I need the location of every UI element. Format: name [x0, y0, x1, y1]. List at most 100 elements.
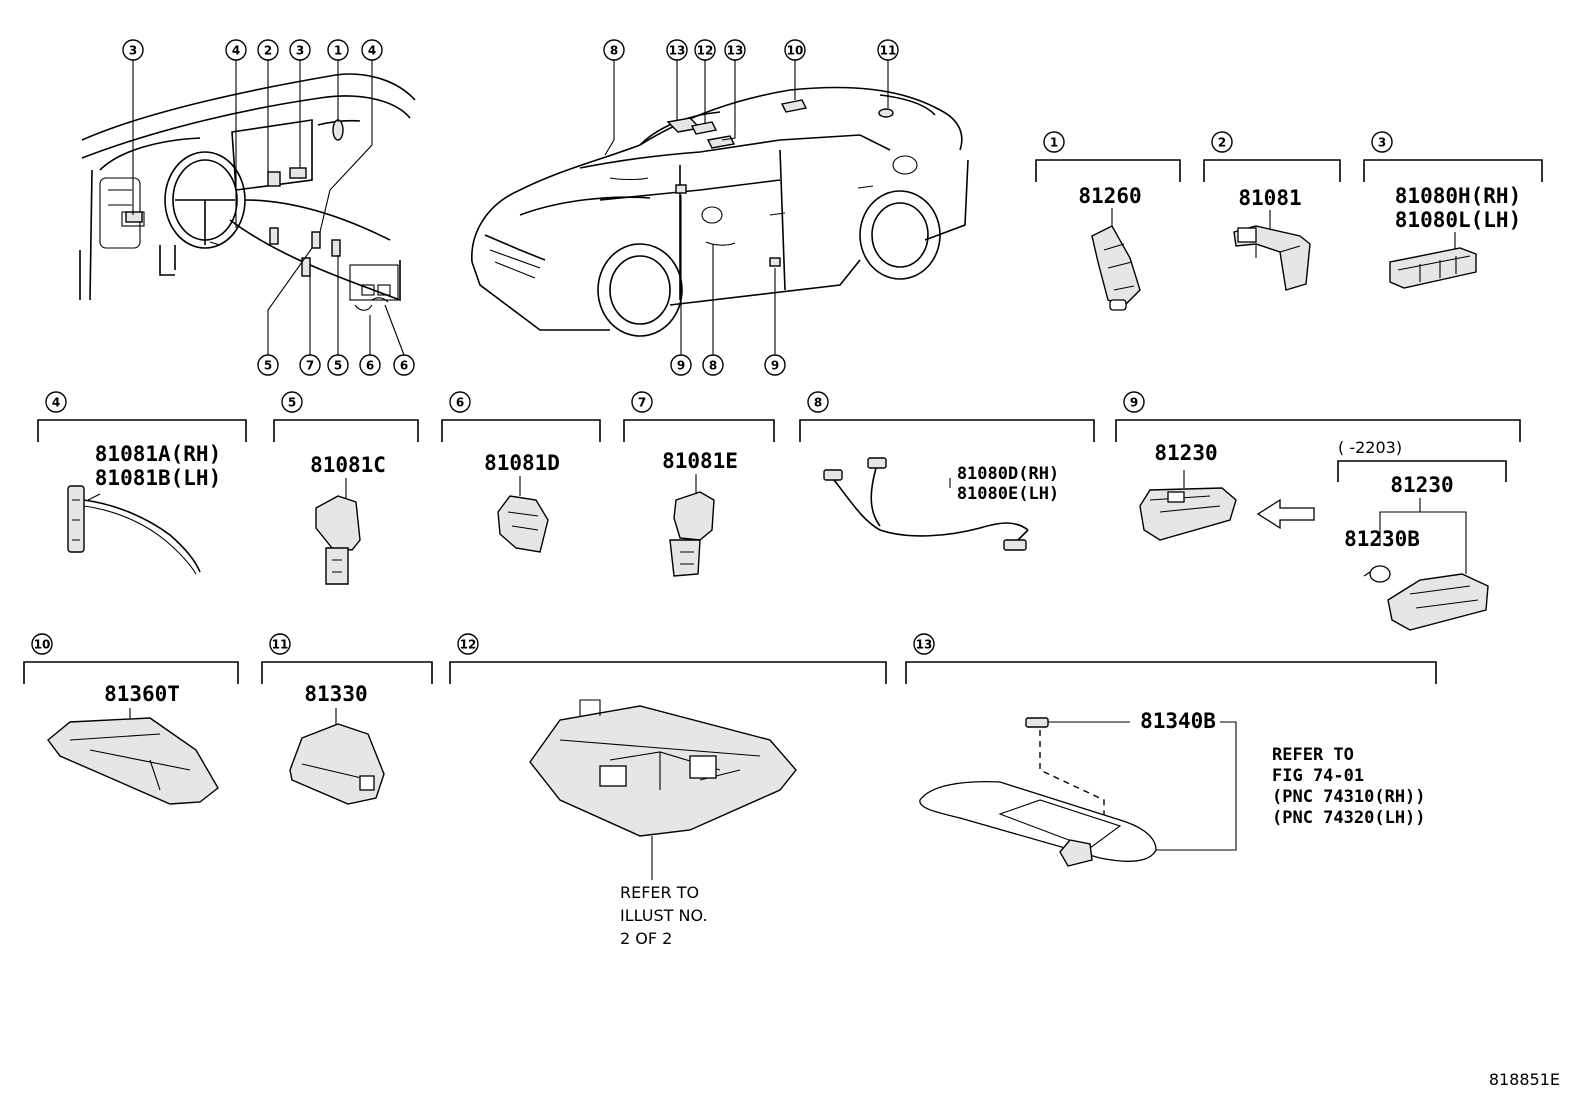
- section-number-12: 12: [457, 633, 479, 655]
- part-number-label: 81081D: [484, 451, 560, 475]
- callout-number: 10: [34, 638, 51, 652]
- callout-number: 9: [1130, 396, 1138, 410]
- callout-number: 8: [610, 44, 618, 58]
- dashboard-illustration: [79, 73, 416, 311]
- part-number-label: 81081B(LH): [95, 466, 221, 490]
- part-number-label: 81080D(RH): [957, 464, 1059, 484]
- diagram-id: 818851E: [1489, 1070, 1560, 1089]
- refer-note-line: REFER TO: [1272, 745, 1354, 765]
- callout-number: 7: [306, 359, 314, 373]
- dashboard-callout-5: 5: [327, 354, 349, 376]
- section-number-3: 3: [1371, 131, 1393, 153]
- part-81230-sub: [1363, 498, 1489, 631]
- part-number-label: 81340B: [1140, 709, 1216, 733]
- callout-number: 3: [129, 44, 137, 58]
- callout-number: 6: [400, 359, 408, 373]
- dashboard-callout-2: 2: [257, 39, 279, 61]
- car-callout-9: 9: [670, 354, 692, 376]
- part-number-label: 81080L(LH): [1395, 208, 1521, 232]
- refer-note-line: ILLUST NO.: [620, 906, 707, 925]
- car-callout-8: 8: [702, 354, 724, 376]
- dashboard-callout-6: 6: [393, 354, 415, 376]
- part-number-label: 81330: [304, 682, 367, 706]
- callout-number: 11: [272, 638, 289, 652]
- callout-number: 2: [1218, 136, 1226, 150]
- callout-number: 13: [669, 44, 686, 58]
- section-brackets: [23, 159, 1543, 684]
- section-number-5: 5: [281, 391, 303, 413]
- part-81081C: [315, 478, 361, 585]
- callout-number: 3: [296, 44, 304, 58]
- dashboard-callout-4: 4: [225, 39, 247, 61]
- car-callout-13: 13: [666, 39, 688, 61]
- part-sun-visor: [919, 717, 1237, 867]
- car-illustration: [471, 86, 969, 337]
- callout-number: 4: [368, 44, 376, 58]
- car-callout-13: 13: [724, 39, 746, 61]
- refer-note-line: 2 OF 2: [620, 929, 672, 948]
- callout-number: 7: [638, 396, 646, 410]
- callout-number: 2: [264, 44, 272, 58]
- arrow-left-icon: [1256, 498, 1315, 530]
- dashboard-callout-1: 1: [327, 39, 349, 61]
- car-callout-11: 11: [877, 39, 899, 61]
- section-number-7: 7: [631, 391, 653, 413]
- section-number-11: 11: [269, 633, 291, 655]
- section-number-1: 1: [1043, 131, 1065, 153]
- part-number-label: 81230B: [1344, 527, 1420, 551]
- part-number-label: 81230: [1154, 441, 1217, 465]
- dashboard-callout-5: 5: [257, 354, 279, 376]
- section-number-2: 2: [1211, 131, 1233, 153]
- dashboard-callout-7: 7: [299, 354, 321, 376]
- section-number-4: 4: [45, 391, 67, 413]
- refer-note-line: REFER TO: [620, 883, 699, 902]
- part-number-label: 81230: [1390, 473, 1453, 497]
- callout-number: 8: [814, 396, 822, 410]
- dashboard-callout-3: 3: [289, 39, 311, 61]
- callout-number: 1: [1050, 136, 1058, 150]
- section-number-9: 9: [1123, 391, 1145, 413]
- callout-number: 9: [677, 359, 685, 373]
- refer-note-line: (PNC 74310(RH)): [1272, 787, 1426, 807]
- part-number-label: 81080E(LH): [957, 484, 1059, 504]
- callout-number: 5: [264, 359, 272, 373]
- callout-number: 4: [232, 44, 240, 58]
- car-callout-10: 10: [784, 39, 806, 61]
- section-number-13: 13: [913, 633, 935, 655]
- part-81080H: [1389, 232, 1477, 289]
- part-81081A: [67, 485, 201, 575]
- dashboard-leaders: [132, 60, 405, 356]
- callout-number: 12: [697, 44, 714, 58]
- part-81081D: [497, 476, 549, 553]
- dashboard-callout-4: 4: [361, 39, 383, 61]
- part-labels: 81260 81081 81080H(RH)81080L(LH) 81081A(RH)…: [95, 184, 1560, 1089]
- section-number-10: 10: [31, 633, 53, 655]
- part-number-label: 81081: [1238, 186, 1301, 210]
- car-leaders: [604, 60, 889, 355]
- dashboard-callout-6: 6: [359, 354, 381, 376]
- callout-number: 4: [52, 396, 60, 410]
- callout-number: 12: [460, 638, 477, 652]
- section-number-6: 6: [449, 391, 471, 413]
- refer-note-line: (PNC 74320(LH)): [1272, 808, 1426, 828]
- callout-number: 11: [880, 44, 897, 58]
- part-number-label: 81360T: [104, 682, 180, 706]
- part-number-label: 81080H(RH): [1395, 184, 1521, 208]
- refer-note-line: FIG 74-01: [1272, 766, 1364, 786]
- car-callout-9: 9: [764, 354, 786, 376]
- dashboard-callout-3: 3: [122, 39, 144, 61]
- part-81330: [289, 708, 385, 805]
- part-number-label: 81081C: [310, 453, 386, 477]
- callout-number: 5: [334, 359, 342, 373]
- car-callout-12: 12: [694, 39, 716, 61]
- callout-number: 3: [1378, 136, 1386, 150]
- part-81230: [1139, 470, 1237, 541]
- callout-number: 10: [787, 44, 804, 58]
- callout-number: 1: [334, 44, 342, 58]
- part-number-label: 81260: [1078, 184, 1141, 208]
- callout-number: 13: [727, 44, 744, 58]
- part-81080D: [823, 457, 1029, 551]
- callout-number: 6: [456, 396, 464, 410]
- part-number-label: 81081A(RH): [95, 442, 221, 466]
